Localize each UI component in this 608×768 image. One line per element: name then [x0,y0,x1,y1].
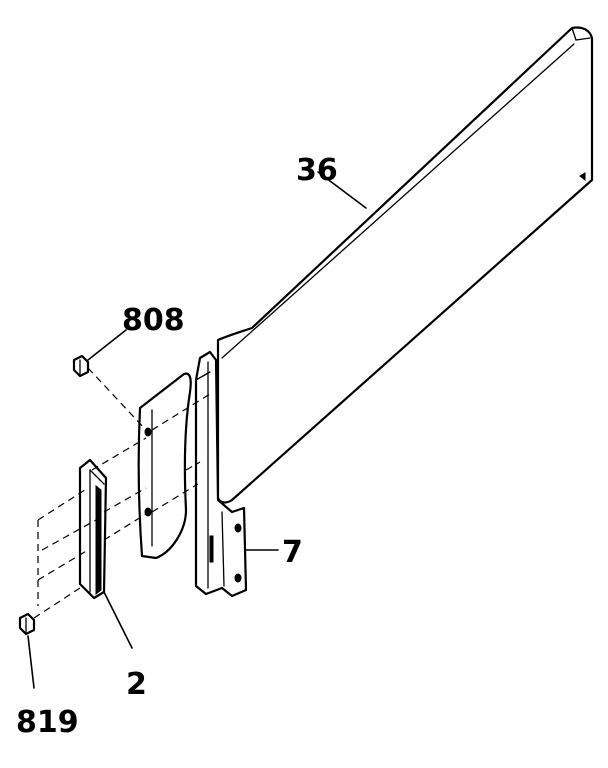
screw-819 [18,612,36,636]
mounting-plate [137,372,192,560]
bracket-slot [209,535,214,563]
bracket-hole-lower [234,573,242,583]
part-7-bracket [194,350,248,598]
label-808: 808 [122,303,185,338]
label-36: 36 [296,153,338,188]
leader-lines [27,171,367,689]
assembly-lines [33,367,211,619]
label-2: 2 [126,667,147,702]
part-2-end-cap [78,458,108,600]
bracket-hole-upper [234,523,242,533]
label-7: 7 [282,535,303,570]
screw-808 [72,354,90,378]
part-36-rail [216,26,594,504]
label-819: 819 [16,705,79,740]
